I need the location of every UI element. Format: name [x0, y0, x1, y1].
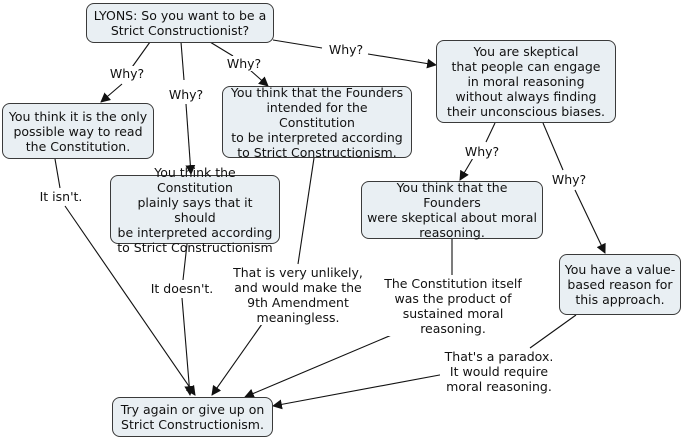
node-founders-intended: You think that the Founders intended for… [222, 85, 412, 160]
node-try-again: Try again or give up on Strict Construct… [112, 397, 273, 437]
label-constitution-product: The Constitution itself was the product … [368, 276, 538, 336]
connector-root-only-way [129, 41, 151, 71]
label-why-skeptical: Why? [326, 42, 366, 57]
connector-root-founders-intended-arrow [249, 69, 269, 87]
label-it-doesnt: It doesn't. [147, 281, 217, 296]
connector-skeptical-founders-skeptical-arrow [459, 157, 474, 181]
connector-founders-intended-unlikely [297, 157, 315, 265]
connector-skeptical-value-based-arrow [574, 189, 606, 254]
node-value-based: You have a value- based reason for this … [559, 254, 681, 315]
node-skeptical: You are skeptical that people can engage… [436, 40, 616, 123]
connector-it-isnt-try-again [64, 205, 196, 396]
connector-root-founders-intended [209, 41, 234, 57]
node-plainly-says: You think the Constitution plainly says … [110, 165, 280, 255]
label-very-unlikely: That is very unlikely, and would make th… [228, 265, 368, 325]
label-why-only-way: Why? [108, 66, 146, 81]
label-why-founders-skeptical: Why? [462, 144, 502, 159]
node-root-question: LYONS: So you want to be a Strict Constr… [86, 3, 274, 43]
connector-skeptical-founders-skeptical [485, 122, 496, 143]
connector-root-skeptical-arrow [367, 53, 437, 69]
node-only-way: You think it is the only possible way to… [2, 103, 154, 159]
node-founders-skeptical: You think that the Founders were skeptic… [361, 180, 543, 240]
label-it-isnt: It isn't. [32, 189, 90, 204]
label-paradox: That's a paradox. It would require moral… [440, 349, 558, 394]
label-why-founders-intended: Why? [225, 56, 263, 71]
label-why-value-based: Why? [549, 172, 589, 187]
connector-root-only-way-arrow [100, 83, 123, 103]
connector-root-plainly-says [180, 41, 185, 81]
connector-unlikely-try-again [211, 323, 263, 396]
connector-root-plainly-says-arrow [185, 103, 196, 175]
connector-it-doesnt-try-again [181, 297, 195, 396]
label-why-plainly-says: Why? [167, 87, 205, 102]
connector-only-way-it-isnt [54, 158, 61, 189]
connector-paradox-try-again [272, 373, 446, 410]
connector-plainly-says-it-doesnt [182, 243, 188, 281]
connector-value-based-paradox [529, 314, 577, 349]
connector-skeptical-value-based [542, 122, 564, 171]
connector-root-skeptical [272, 39, 323, 49]
